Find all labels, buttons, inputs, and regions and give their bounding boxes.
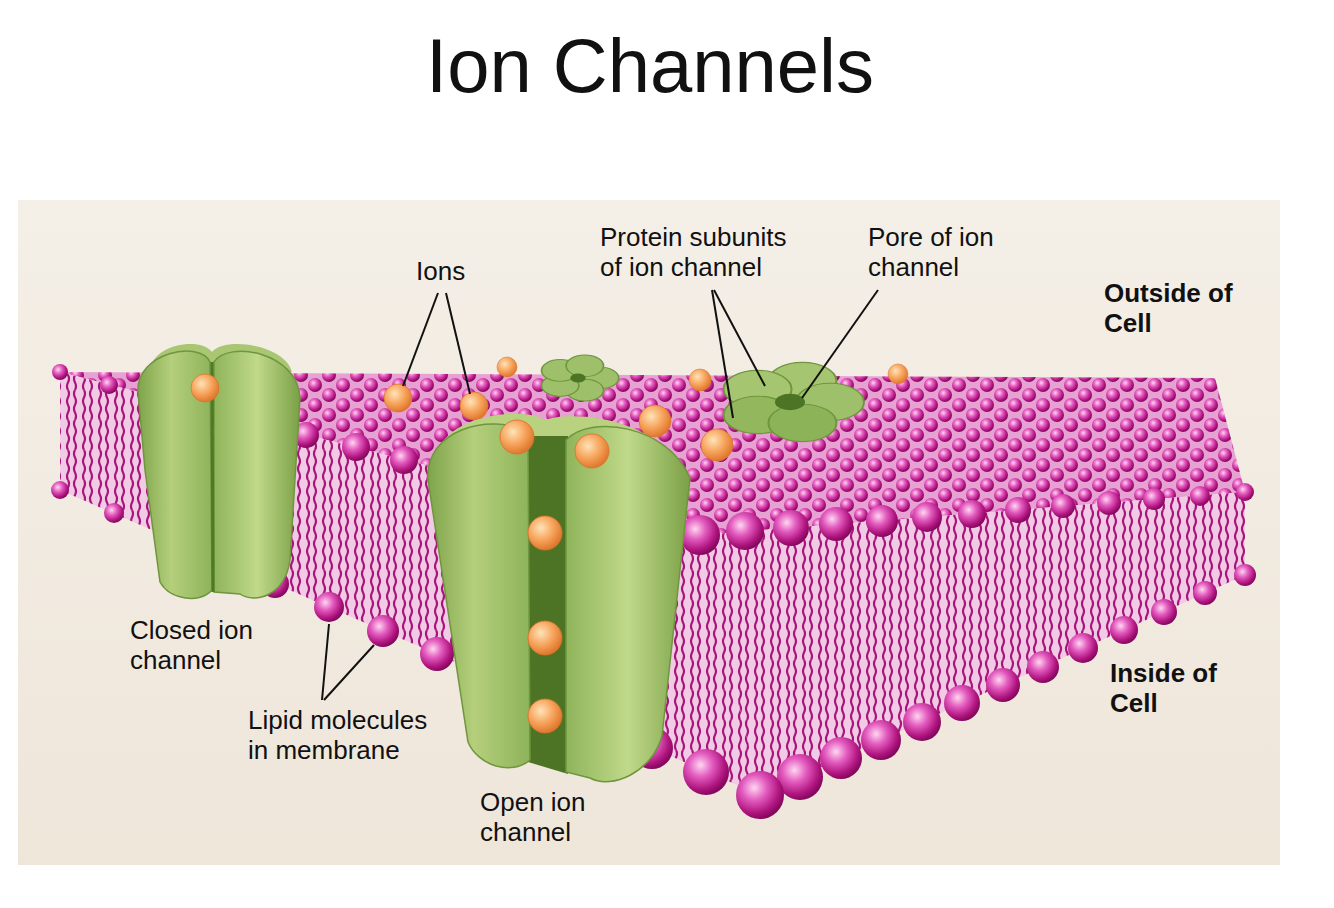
lipid-head <box>944 685 980 721</box>
lipid-head <box>726 512 764 550</box>
ion <box>528 621 562 655</box>
channel-subunit <box>566 427 690 782</box>
open-ion-channel <box>428 414 690 782</box>
lipid-head <box>958 500 986 528</box>
closed-ion-channel <box>138 344 300 598</box>
lipid-head <box>1068 633 1098 663</box>
part-label: Ions <box>416 256 496 286</box>
channel-top-view <box>724 362 864 441</box>
channel-subunit <box>428 424 530 768</box>
lipid-head <box>367 615 399 647</box>
ion <box>701 429 733 461</box>
ion <box>528 699 562 733</box>
ion <box>500 420 534 454</box>
lipid-head <box>1051 494 1075 518</box>
lipid-head <box>314 592 344 622</box>
part-label: Inside of Cell <box>1110 658 1260 718</box>
lipid-head <box>390 446 418 474</box>
leader-line <box>446 293 470 394</box>
lipid-head <box>683 749 729 795</box>
channel-pore <box>775 394 805 411</box>
lipid-head <box>819 507 853 541</box>
lipid-head <box>903 703 941 741</box>
lipid-head <box>342 433 370 461</box>
part-label: Protein subunits of ion channel <box>600 222 800 282</box>
lipid-head <box>912 502 942 532</box>
membrane-right-face <box>700 492 1245 795</box>
leader-line <box>712 290 733 418</box>
lipid-head <box>1236 483 1254 501</box>
lipid-head <box>1110 616 1138 644</box>
ion <box>191 374 219 402</box>
leader-lines <box>322 290 878 700</box>
lipid-head <box>420 637 454 671</box>
part-label: Open ion channel <box>480 787 600 847</box>
lipid-head <box>1234 564 1256 586</box>
lipid-head <box>1027 651 1059 683</box>
ion <box>528 516 562 550</box>
lipid-head <box>861 720 901 760</box>
ion <box>575 434 609 468</box>
lipid-head <box>1143 488 1165 510</box>
channel-subunit <box>214 351 300 598</box>
leader-line <box>324 645 374 700</box>
lipid-head <box>1151 599 1177 625</box>
lipid-head <box>52 364 68 380</box>
leader-line <box>714 290 765 386</box>
part-label: Lipid molecules in membrane <box>248 705 440 765</box>
leader-line <box>403 293 438 386</box>
part-label: Closed ion channel <box>130 615 262 675</box>
leader-line <box>322 624 329 700</box>
ion <box>384 384 412 412</box>
lipid-head <box>100 376 118 394</box>
ion <box>888 364 908 384</box>
lipid-head <box>1193 581 1217 605</box>
part-label: Pore of ion channel <box>868 222 1003 282</box>
leader-line <box>802 290 878 398</box>
part-label: Outside of Cell <box>1104 278 1254 338</box>
channel-pore <box>526 436 568 774</box>
channel-subunit <box>768 404 836 441</box>
lipid-head <box>773 510 809 546</box>
ion <box>497 357 517 377</box>
lipid-head <box>866 505 898 537</box>
channel-pore <box>570 374 585 383</box>
channel-subunit <box>566 355 603 377</box>
lipid-head <box>1190 486 1210 506</box>
lipid-head <box>820 737 862 779</box>
ion <box>689 369 711 391</box>
diagram-title: Ion Channels <box>426 24 874 108</box>
lipid-head <box>51 481 69 499</box>
lipid-head <box>986 668 1020 702</box>
background-panel <box>18 200 1280 865</box>
lipid-head <box>736 771 784 819</box>
ion <box>639 405 671 437</box>
lipid-head <box>104 503 124 523</box>
lipid-head <box>1097 491 1121 515</box>
channel-top-view-small <box>541 355 618 401</box>
ion <box>460 392 488 420</box>
lipid-head <box>1005 497 1031 523</box>
